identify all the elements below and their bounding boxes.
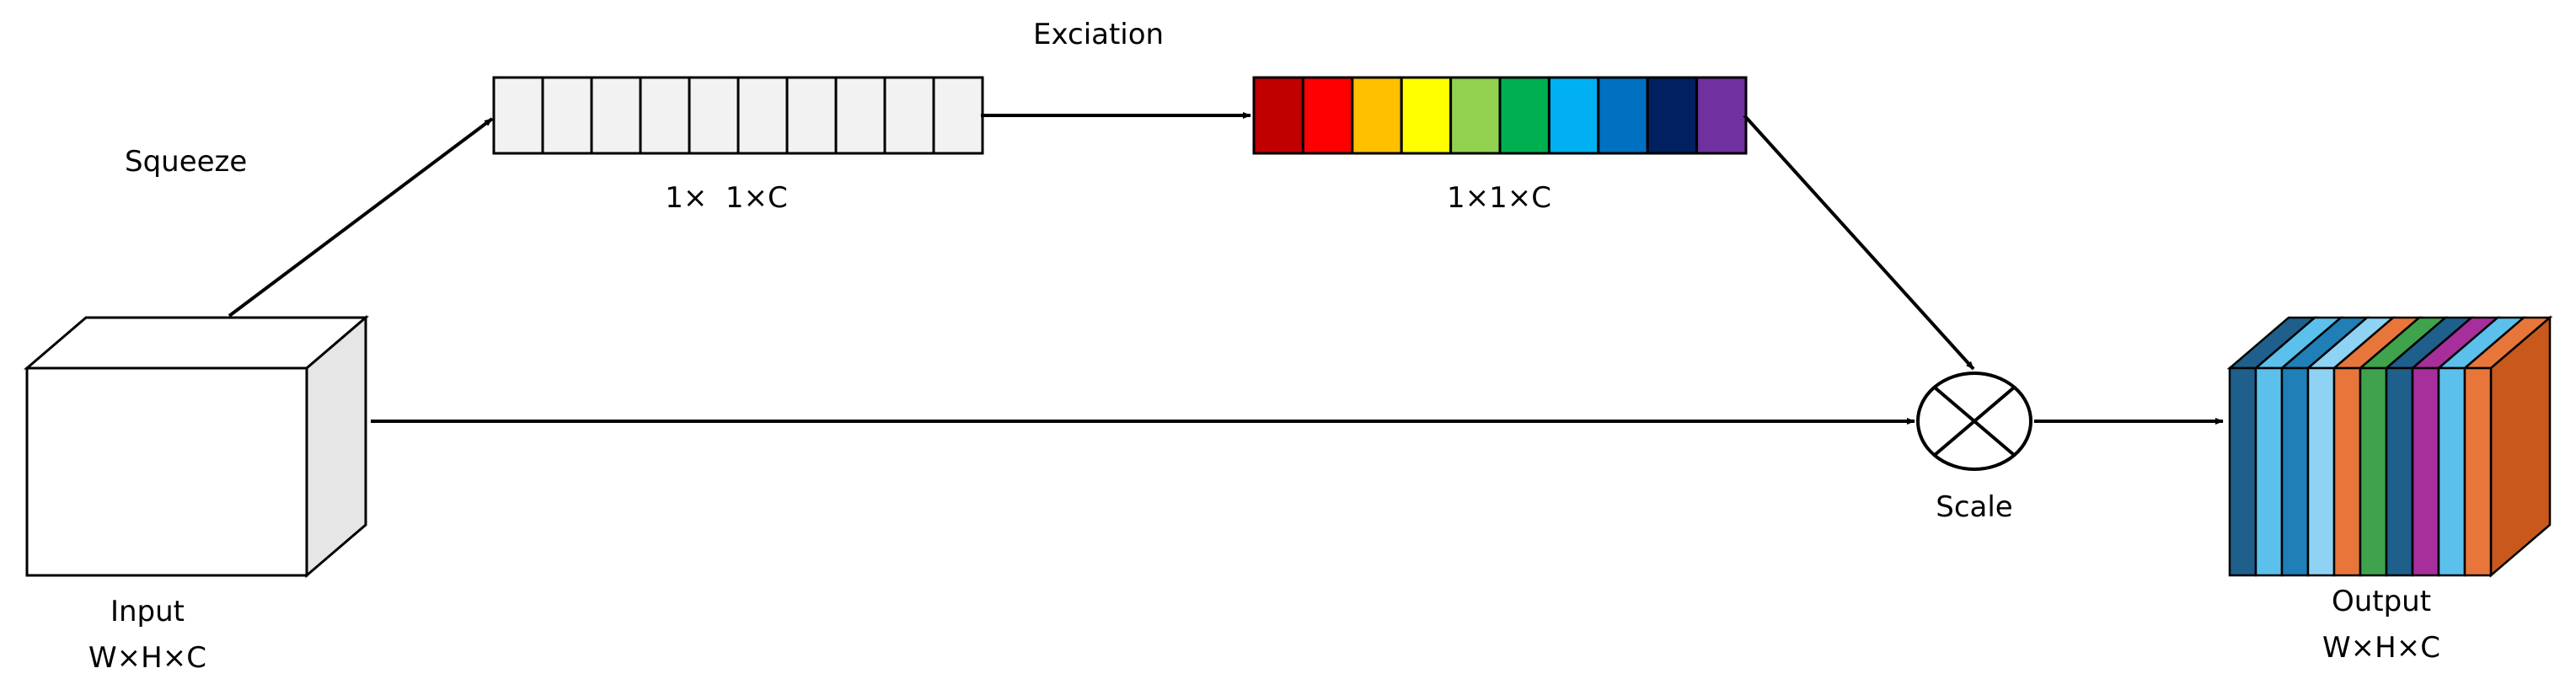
output-slice (2228, 366, 2257, 577)
scale-label: Scale (1936, 490, 2012, 524)
squeeze-cell (492, 76, 544, 155)
excitation-cell (1695, 76, 1748, 155)
squeeze-cell (688, 76, 740, 155)
excitation-cell (1498, 76, 1550, 155)
input-label: Input (110, 595, 185, 628)
squeeze-cell (932, 76, 984, 155)
excitation-label: Exciation (1033, 18, 1164, 51)
excitation-cell (1252, 76, 1304, 155)
squeeze-cell (590, 76, 642, 155)
output-slice (2411, 366, 2440, 577)
squeeze-cell (834, 76, 886, 155)
squeeze-cell (639, 76, 691, 155)
excitation-cell (1301, 76, 1354, 155)
excitation-cell (1449, 76, 1502, 155)
output-dims-label: W×H×C (2322, 631, 2440, 665)
squeeze-vector (492, 76, 984, 155)
squeeze-vector-dims: 1× 1×C (665, 181, 788, 215)
scale-multiply-icon (1916, 372, 2032, 471)
excitation-cell (1597, 76, 1649, 155)
excitation-cell (1351, 76, 1403, 155)
input-cube-front (25, 366, 308, 577)
output-slice (2254, 366, 2284, 577)
input-dims-label: W×H×C (88, 641, 206, 675)
output-slice (2306, 366, 2336, 577)
squeeze-cell (736, 76, 789, 155)
squeeze-cell (785, 76, 838, 155)
scale-weights-arrow (1743, 114, 1975, 371)
output-label: Output (2332, 585, 2431, 618)
excitation-vector-dims: 1×1×C (1447, 181, 1551, 215)
excitation-cell (1400, 76, 1453, 155)
output-slice (2332, 366, 2362, 577)
squeeze-cell (883, 76, 935, 155)
output-slice (2437, 366, 2466, 577)
squeeze-arrow (228, 117, 494, 318)
squeeze-cell (541, 76, 593, 155)
input-cube (23, 314, 370, 579)
excitation-cell (1646, 76, 1699, 155)
excitation-cell (1547, 76, 1600, 155)
squeeze-label: Squeeze (125, 145, 247, 179)
output-block (2226, 315, 2553, 578)
output-slice (2463, 366, 2493, 577)
output-slice (2385, 366, 2414, 577)
output-slice (2359, 366, 2388, 577)
excitation-vector (1252, 76, 1748, 155)
output-slice (2280, 366, 2310, 577)
